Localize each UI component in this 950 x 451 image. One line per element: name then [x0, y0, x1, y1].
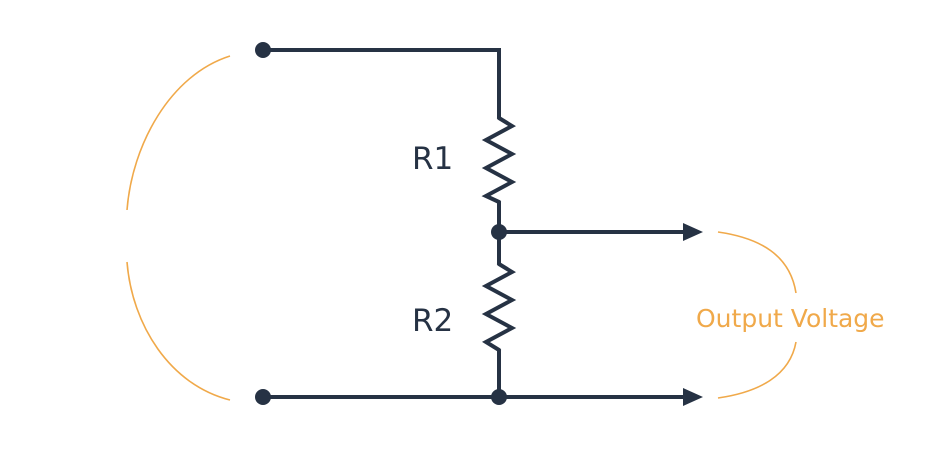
input-node-top [255, 42, 271, 58]
resistor-r2 [481, 262, 517, 352]
input-brace-bottom [126, 261, 231, 401]
output-arrow-bottom [683, 388, 703, 406]
resistor-r1 [481, 116, 517, 204]
output-brace-bottom [717, 341, 797, 399]
junction-node-bottom [491, 389, 507, 405]
r2-label: R2 [412, 303, 453, 339]
output-brace-top [717, 231, 797, 294]
output-voltage-label: Output Voltage [696, 304, 885, 333]
r1-label: R1 [412, 141, 453, 177]
input-brace-top [126, 55, 231, 211]
junction-node-mid [491, 224, 507, 240]
input-node-bottom [255, 389, 271, 405]
output-arrow-top [683, 223, 703, 241]
top-wire [263, 48, 501, 118]
